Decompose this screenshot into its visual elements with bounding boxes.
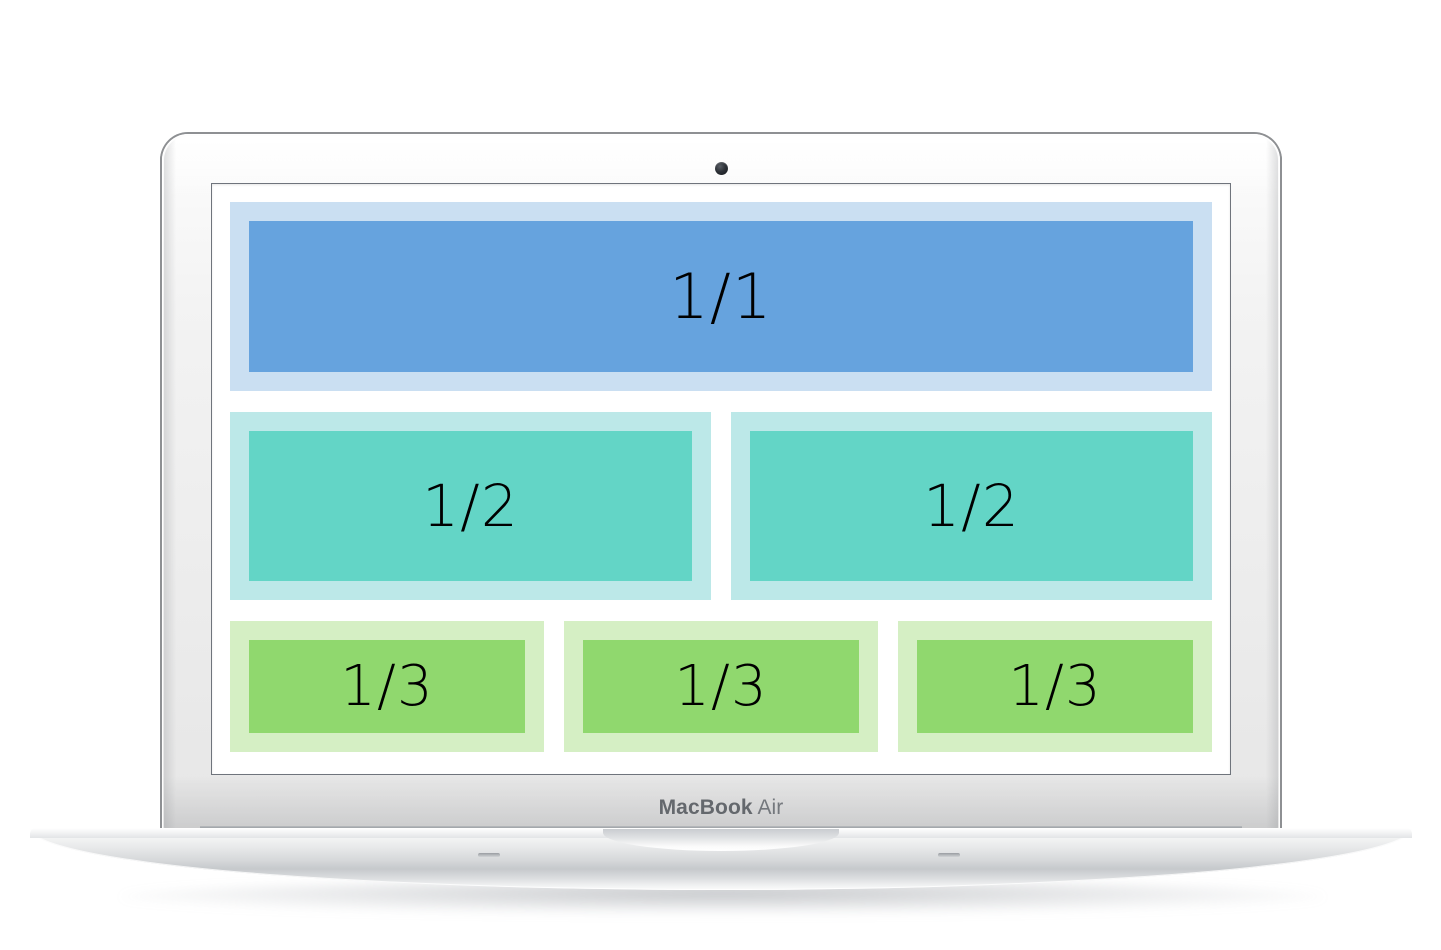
thirds-row: 1/3 1/3 1/3 [230, 621, 1212, 752]
brand-label-secondary: Air [757, 796, 784, 819]
laptop-lid: 1/1 1/2 1/2 1/3 1/3 1/3 MacBook Air [162, 134, 1280, 834]
grid-cell-label: 1/1 [669, 259, 773, 333]
full-width-row: 1/1 [230, 202, 1212, 391]
brand-label-primary: MacBook [658, 796, 753, 819]
grid-cell-inner-1-3: 1/3 [917, 640, 1193, 733]
grid-cell-outer-1-3: 1/3 [898, 621, 1212, 752]
grid-cell-inner-1-2: 1/2 [249, 431, 692, 581]
laptop-base [0, 828, 1441, 938]
grid-cell-inner-1-2: 1/2 [750, 431, 1193, 581]
grid-cell-label: 1/3 [674, 653, 768, 719]
grid-cell-label: 1/2 [422, 472, 519, 540]
grid-cell-label: 1/2 [923, 472, 1020, 540]
grid-cell-outer-1-3: 1/3 [564, 621, 878, 752]
webcam-icon [714, 162, 728, 175]
grid-cell-outer-1-2: 1/2 [230, 412, 711, 600]
base-foot-mark-right [938, 853, 960, 857]
grid-cell-outer-1-3: 1/3 [230, 621, 544, 752]
brand-label: MacBook Air [162, 796, 1280, 820]
grid-fraction-demo: 1/1 1/2 1/2 1/3 1/3 1/3 [230, 202, 1212, 752]
base-foot-mark-left [478, 853, 500, 857]
grid-cell-inner-1-3: 1/3 [249, 640, 525, 733]
laptop-screen: 1/1 1/2 1/2 1/3 1/3 1/3 [212, 184, 1230, 774]
grid-cell-label: 1/3 [1008, 653, 1102, 719]
grid-cell-inner-1-1: 1/1 [249, 221, 1193, 372]
grid-cell-outer-1-1: 1/1 [230, 202, 1212, 391]
grid-cell-label: 1/3 [340, 653, 434, 719]
grid-cell-outer-1-2: 1/2 [731, 412, 1212, 600]
grid-cell-inner-1-3: 1/3 [583, 640, 859, 733]
base-finger-notch [602, 829, 839, 851]
halves-row: 1/2 1/2 [230, 412, 1212, 600]
